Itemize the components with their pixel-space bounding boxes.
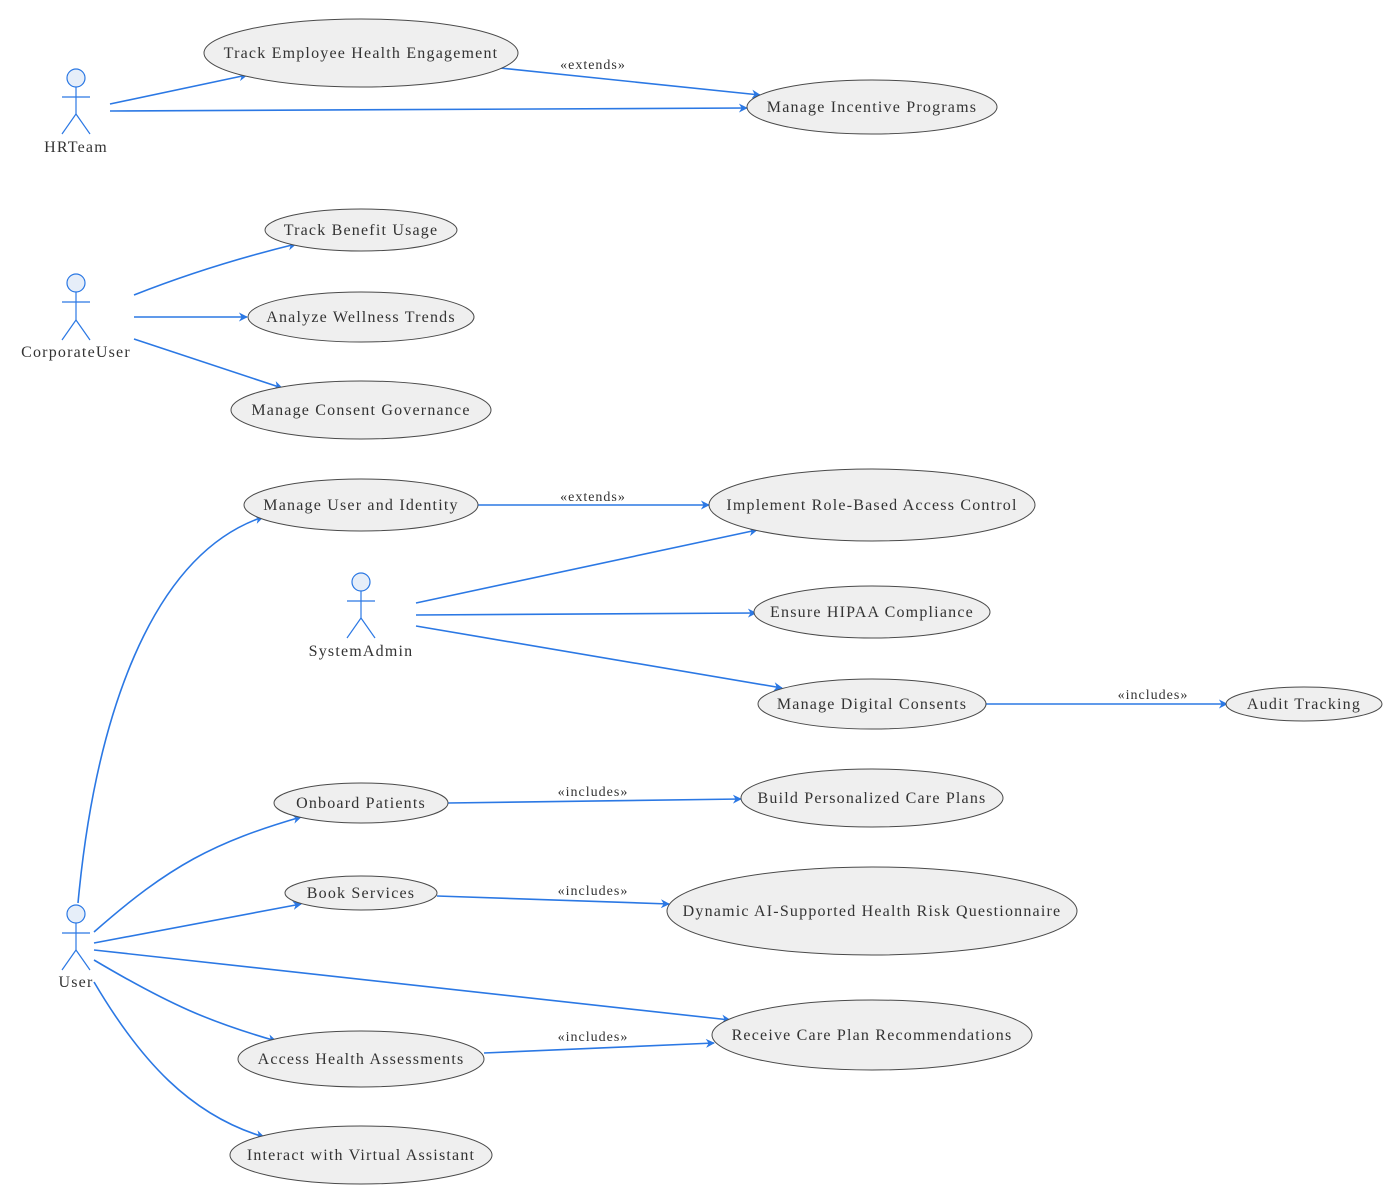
use-case-manage-user-and-identity[interactable]: Manage User and Identity [243,478,479,532]
use-case-label: Track Benefit Usage [284,222,439,239]
use-case-label: Implement Role-Based Access Control [726,497,1017,514]
relation-labels: «extends» «extends» «includes» «includes… [558,58,1189,1045]
use-case-label: Build Personalized Care Plans [758,790,987,807]
use-cases: Track Employee Health Engagement Manage … [203,18,1383,1185]
edge-hrteam-track-engagement [109,72,248,105]
actors: HRTeam CorporateUser SystemAdmin [21,68,414,991]
use-case-label: Manage User and Identity [263,497,458,514]
use-case-ensure-hipaa-compliance[interactable]: Ensure HIPAA Compliance [753,585,991,639]
actor-label: CorporateUser [21,344,131,361]
use-case-track-employee-health-engagement[interactable]: Track Employee Health Engagement [203,18,519,88]
use-case-label: Ensure HIPAA Compliance [770,604,974,621]
use-case-dynamic-ai-questionnaire[interactable]: Dynamic AI-Supported Health Risk Questio… [666,866,1078,956]
edge-extends-incentives [499,67,761,99]
edge-user-virtual-assistant [93,981,265,1140]
use-case-label: Manage Digital Consents [777,696,967,713]
extends-label-rbac: «extends» [560,490,626,505]
use-case-label: Interact with Virtual Assistant [247,1147,475,1164]
use-case-label: Analyze Wellness Trends [266,309,456,326]
use-case-label: Receive Care Plan Recommendations [732,1027,1013,1044]
actor-system-admin[interactable]: SystemAdmin [309,572,414,660]
edge-user-recommendations [93,949,731,1024]
use-case-label: Manage Consent Governance [251,402,470,419]
edge-admin-consents [415,625,783,692]
includes-label-care-plans: «includes» [558,785,629,800]
use-case-label: Audit Tracking [1247,696,1361,713]
edge-user-manage-identity [77,515,264,904]
stick-figure-icon [346,572,376,639]
use-case-label: Dynamic AI-Supported Health Risk Questio… [683,903,1062,920]
includes-label-recommendations: «includes» [558,1030,629,1045]
edges [77,67,1228,1140]
edge-admin-rbac [415,527,758,604]
edge-user-assessments [93,959,277,1044]
actor-user[interactable]: User [58,904,93,991]
use-case-track-benefit-usage[interactable]: Track Benefit Usage [264,208,458,252]
use-case-analyze-wellness-trends[interactable]: Analyze Wellness Trends [247,291,475,343]
use-case-label: Book Services [307,885,415,902]
use-case-label: Track Employee Health Engagement [224,45,499,62]
actor-label: User [58,974,93,991]
use-case-receive-care-plan-recommendations[interactable]: Receive Care Plan Recommendations [711,999,1033,1071]
use-case-label: Onboard Patients [296,795,426,812]
extends-label-incentives: «extends» [560,58,626,73]
edge-user-book [93,901,302,944]
edge-hrteam-incentives [109,103,748,113]
use-case-access-health-assessments[interactable]: Access Health Assessments [237,1030,485,1088]
use-case-manage-incentive-programs[interactable]: Manage Incentive Programs [746,79,998,135]
use-case-implement-rbac[interactable]: Implement Role-Based Access Control [708,468,1036,542]
includes-label-audit: «includes» [1118,688,1189,703]
use-case-manage-consent-governance[interactable]: Manage Consent Governance [230,380,492,440]
edge-includes-care-plans [447,794,742,804]
use-case-interact-with-virtual-assistant[interactable]: Interact with Virtual Assistant [229,1125,493,1185]
use-case-label: Manage Incentive Programs [767,99,977,116]
actor-hrteam[interactable]: HRTeam [44,68,108,156]
stick-figure-icon [61,68,91,135]
actor-label: HRTeam [44,139,108,156]
actor-corporate-user[interactable]: CorporateUser [21,273,131,361]
use-case-onboard-patients[interactable]: Onboard Patients [273,782,449,824]
use-case-manage-digital-consents[interactable]: Manage Digital Consents [757,678,987,730]
use-case-audit-tracking[interactable]: Audit Tracking [1225,686,1383,722]
includes-label-questionnaire: «includes» [558,884,629,899]
edge-user-onboard [93,814,302,933]
edge-includes-questionnaire [436,895,670,909]
edge-corp-benefit-usage [133,241,297,296]
use-case-book-services[interactable]: Book Services [284,875,438,911]
edge-corp-consent-governance [133,338,283,390]
use-case-label: Access Health Assessments [258,1051,465,1068]
actor-label: SystemAdmin [309,643,414,660]
edge-includes-recommendations [483,1038,715,1054]
stick-figure-icon [61,273,91,341]
stick-figure-icon [61,904,91,971]
use-case-build-personalized-care-plans[interactable]: Build Personalized Care Plans [740,768,1004,828]
edge-admin-hipaa [415,608,757,618]
